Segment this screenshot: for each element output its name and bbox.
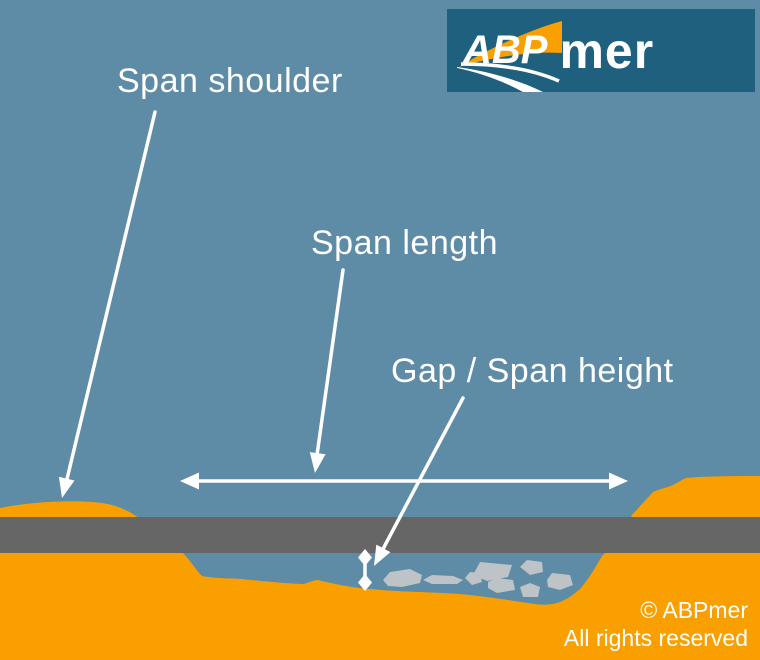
span-shoulder-pointer-arrow — [58, 110, 157, 498]
rock — [488, 578, 515, 593]
span-length-extent-double-arrow-icon — [180, 472, 628, 490]
rock — [520, 583, 540, 597]
rock — [383, 569, 422, 587]
logo-swoosh-icon — [457, 21, 562, 92]
abp-mer-logo: ABP mer — [447, 9, 755, 92]
copyright-notice: © ABPmer All rights reserved — [564, 596, 748, 652]
copyright-line1: © ABPmer — [640, 597, 748, 623]
seabed-left-shoulder — [0, 501, 138, 520]
rock — [547, 573, 573, 590]
span-shoulder-label: Span shoulder — [117, 62, 343, 100]
rock — [473, 562, 512, 581]
logo-wave-line — [460, 62, 560, 83]
rock — [520, 560, 543, 575]
gap-span-height-pointer-arrow — [374, 396, 465, 566]
seabed-right-shoulder — [630, 476, 760, 520]
gap-height-extent-double-arrow-icon — [358, 549, 372, 591]
gap-span-height-label: Gap / Span height — [391, 352, 674, 390]
logo-mer-text: mer — [559, 22, 655, 79]
logo-road-shape — [457, 67, 543, 92]
rocks — [383, 560, 573, 597]
logo-abp-text: ABP — [463, 28, 548, 72]
seabed-lower — [0, 552, 760, 660]
annotation-arrows — [58, 110, 628, 591]
span-length-label: Span length — [311, 224, 498, 262]
logo-headland-shape — [459, 21, 562, 67]
logo-text: ABP mer — [463, 9, 654, 92]
rock — [423, 575, 463, 584]
span-length-pointer-arrow — [309, 268, 345, 473]
copyright-line2: All rights reserved — [563, 625, 748, 652]
